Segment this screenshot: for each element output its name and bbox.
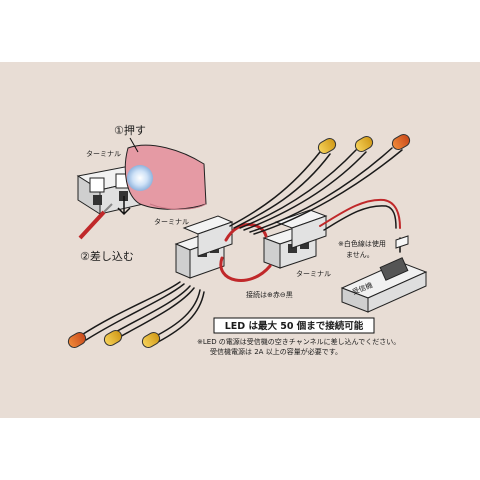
power-note-2: 受信機電源は 2A 以上の容量が必要です。 xyxy=(210,347,342,356)
inserted-wire xyxy=(78,210,106,240)
power-note-1: ※LED の電源は受信機の空きチャンネルに差し込んでください。 xyxy=(197,337,400,346)
terminal-block-mid xyxy=(174,215,234,279)
terminal-top-label: ターミナル xyxy=(86,149,121,158)
white-wire-note-1: ※白色線は使用 xyxy=(338,239,386,248)
led-red-top xyxy=(391,134,411,150)
max-led-text: LED は最大 50 個まで接続可能 xyxy=(225,320,364,332)
push-label: ①押す xyxy=(114,123,146,137)
insert-label: ②差し込む xyxy=(80,249,134,263)
led-yellow-top-2 xyxy=(354,136,374,152)
terminal-right-label: ターミナル xyxy=(296,269,331,278)
white-wire-note-2: ません。 xyxy=(346,251,374,259)
press-glow xyxy=(127,165,153,191)
receiver-unit xyxy=(340,235,428,313)
led-red-bottom xyxy=(67,332,87,348)
terminal-block-right xyxy=(262,209,328,269)
led-yellow-bottom-2 xyxy=(141,332,161,348)
polarity-label: 接続は⊕赤⊖黒 xyxy=(246,290,293,299)
led-yellow-bottom-1 xyxy=(103,330,123,346)
max-led-box xyxy=(213,317,375,334)
terminal-mid-label: ターミナル xyxy=(154,217,189,226)
led-yellow-top-1 xyxy=(317,138,337,154)
terminal-inset xyxy=(76,144,207,240)
